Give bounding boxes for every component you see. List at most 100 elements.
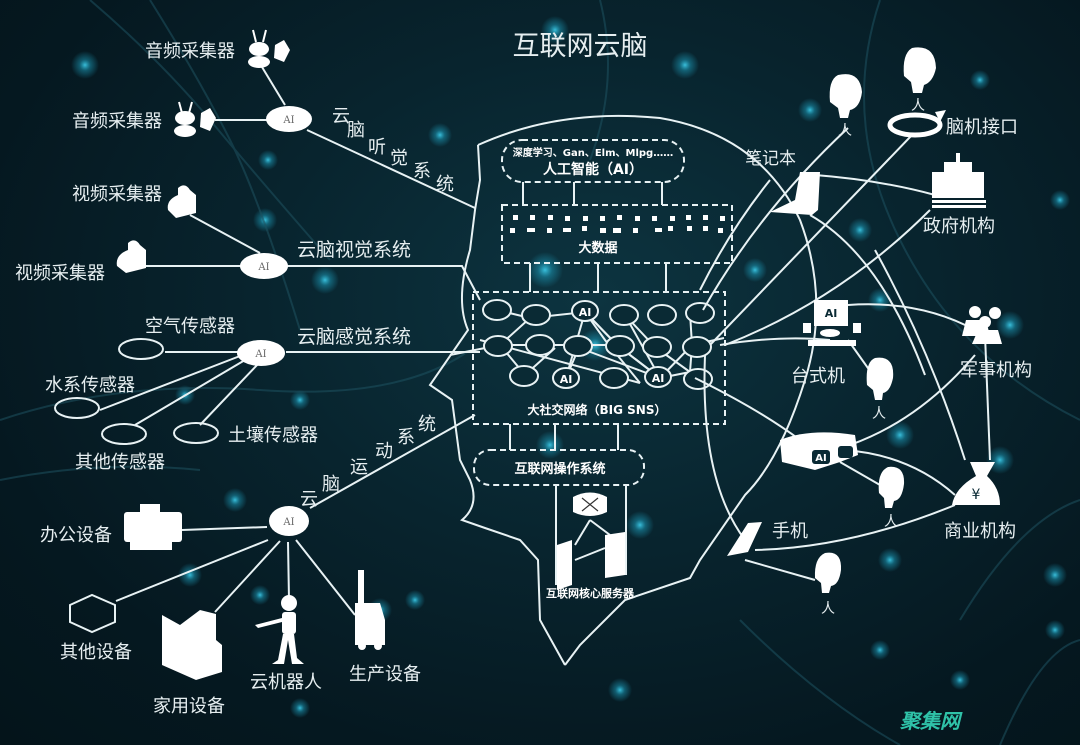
device-label: 空气传感器 — [145, 316, 235, 337]
vision-system: 视频采集器 视频采集器 AI 云脑视觉系统 — [15, 184, 481, 301]
os-label: 互联网操作系统 — [514, 461, 605, 477]
ai-hub — [240, 253, 288, 279]
person-icon: 人 — [814, 552, 842, 617]
money-bag-icon — [952, 462, 1000, 505]
core-servers: 互联网核心服务器 — [546, 492, 635, 600]
government-label: 政府机构 — [923, 216, 995, 237]
svg-text:人: 人 — [872, 406, 886, 422]
military-icon — [962, 306, 1002, 344]
ai-hub — [269, 506, 309, 536]
bci-label: 脑机接口 — [946, 117, 1018, 138]
printer-icon — [124, 504, 182, 550]
svg-text:AI: AI — [579, 306, 592, 319]
government-building-icon — [932, 153, 986, 208]
head-outline — [428, 114, 818, 666]
person-icon: 人 — [829, 74, 862, 139]
laptop-icon — [770, 172, 820, 215]
phone-label: 手机 — [772, 521, 808, 542]
sensor-icon — [173, 422, 219, 444]
camera-icon — [116, 240, 146, 273]
ai-layer-subtitle: 深度学习、Gan、Elm、Mlpg…… — [513, 146, 673, 159]
svg-text:动: 动 — [375, 441, 393, 462]
microphone-icon — [248, 29, 290, 68]
big-sns-block: AI AI AI 大社交网络（BIG SNS） — [449, 291, 726, 450]
business-label: 商业机构 — [944, 521, 1016, 542]
desktop-computer-icon — [803, 300, 861, 346]
svg-text:AI: AI — [815, 453, 826, 464]
ai-layer-label: 人工智能（AI） — [543, 161, 643, 178]
phone-icon — [727, 522, 762, 556]
device-label: 办公设备 — [40, 525, 112, 546]
svg-text:人: 人 — [911, 98, 925, 114]
device-label: 其他传感器 — [75, 452, 165, 473]
ai-hub — [266, 106, 312, 132]
svg-text:AI: AI — [825, 307, 838, 320]
system-label: 云脑视觉系统 — [297, 239, 411, 261]
svg-text:¥: ¥ — [972, 487, 981, 503]
sns-ai-node — [552, 367, 580, 389]
os-block: 互联网操作系统 — [473, 449, 645, 585]
device-label: 水系传感器 — [45, 375, 135, 396]
terminal-connections — [694, 127, 991, 581]
device-label: 音频采集器 — [72, 111, 162, 132]
ai-hub — [237, 340, 285, 366]
terminal-network: 人 人 脑机接口 笔记本 政府机构 AI 台式机 — [694, 47, 1032, 617]
svg-text:脑: 脑 — [322, 474, 340, 495]
person-icon: 人 — [878, 466, 905, 530]
person-icon: 人 — [903, 47, 936, 114]
sensing-system: AI 空气传感器 水系传感器 其他传感器 土壤传感器 云脑感觉系统 — [45, 316, 480, 473]
device-label: 视频采集器 — [15, 263, 105, 284]
hexagon-icon — [69, 593, 116, 634]
hearing-system: 音频采集器 音频采集器 AI 云 脑 听 觉 系 统 — [72, 29, 476, 209]
svg-text:云: 云 — [300, 489, 318, 510]
robot-icon — [255, 595, 304, 664]
svg-text:人: 人 — [884, 514, 898, 530]
svg-text:AI: AI — [560, 373, 573, 386]
forklift-icon — [355, 570, 385, 650]
svg-text:系: 系 — [413, 161, 431, 182]
svg-text:听: 听 — [368, 137, 386, 158]
big-data-label: 大数据 — [578, 240, 617, 256]
svg-text:AI: AI — [652, 372, 665, 385]
device-label: 其他设备 — [60, 642, 132, 663]
camera-icon — [167, 185, 196, 218]
motion-system: AI 云 脑 运 动 系 统 办公设备 其他设备 家用设备 云机器人 生产设备 — [40, 414, 476, 717]
servers-label: 互联网核心服务器 — [546, 586, 635, 600]
brain-interface-icon — [887, 110, 946, 138]
sns-ai-node — [644, 366, 672, 388]
server-icon — [557, 540, 572, 590]
svg-text:运: 运 — [350, 457, 368, 478]
svg-text:脑: 脑 — [347, 120, 365, 141]
sensor-icon — [101, 423, 147, 445]
sns-ai-node — [571, 300, 599, 322]
sns-label: 大社交网络（BIG SNS） — [528, 402, 667, 417]
device-label: 音频采集器 — [145, 41, 235, 62]
ai-layer: 深度学习、Gan、Elm、Mlpg…… 人工智能（AI） — [501, 139, 685, 205]
system-label: 云脑感觉系统 — [297, 326, 411, 348]
desktop-label: 台式机 — [791, 366, 845, 387]
home-appliance-icon — [162, 610, 222, 680]
big-data-block: 大数据 — [501, 204, 733, 292]
sensor-icon — [54, 397, 100, 419]
person-icon: 人 — [866, 357, 894, 422]
svg-text:觉: 觉 — [390, 148, 408, 169]
watermark: 聚集网 — [899, 709, 963, 733]
svg-text:AI: AI — [282, 115, 294, 126]
svg-text:云: 云 — [332, 106, 350, 127]
svg-text:系: 系 — [397, 427, 415, 448]
sensor-icon — [118, 338, 164, 360]
server-icon — [605, 532, 625, 578]
device-label: 家用设备 — [153, 696, 225, 717]
svg-text:AI: AI — [257, 262, 269, 273]
device-label: 土壤传感器 — [228, 425, 318, 446]
svg-text:人: 人 — [838, 123, 852, 139]
svg-text:统: 统 — [418, 414, 436, 435]
svg-text:AI: AI — [254, 349, 266, 360]
microphone-icon — [174, 101, 216, 137]
device-label: 视频采集器 — [72, 184, 162, 205]
military-label: 军事机构 — [960, 360, 1032, 381]
diagram-title: 互联网云脑 — [513, 31, 648, 62]
